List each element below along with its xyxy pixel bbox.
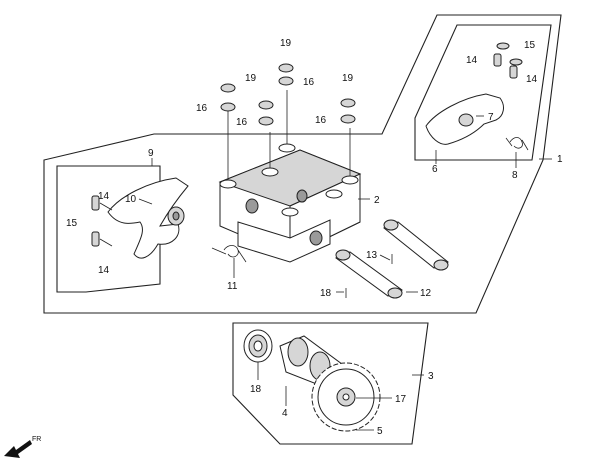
washers-group — [220, 63, 356, 126]
callout-14: 14 — [98, 265, 110, 276]
callout-13: 13 — [366, 250, 378, 261]
callout-labels: 1 2 3 4 5 6 7 8 9 10 11 12 13 18 17 18 1… — [66, 38, 563, 437]
assembly-frame-3 — [232, 322, 429, 445]
callout-5: 5 — [377, 426, 383, 437]
callout-7: 7 — [488, 112, 494, 123]
rocker-arm-left — [91, 177, 189, 259]
rocker-shaft-12 — [334, 219, 449, 299]
assembly-frame-6 — [414, 24, 552, 161]
washer-19 — [340, 98, 356, 108]
rocker-arm-holder — [218, 90, 362, 263]
callout-17: 17 — [395, 394, 407, 405]
washer-16 — [340, 114, 356, 124]
callout-6: 6 — [432, 164, 438, 175]
callout-12: 12 — [420, 288, 432, 299]
callout-16: 16 — [315, 115, 327, 126]
callout-4: 4 — [282, 408, 288, 419]
callout-2: 2 — [374, 195, 380, 206]
rocker-arm-right — [425, 42, 523, 145]
front-direction-arrow: FR — [4, 436, 41, 458]
washer-19 — [278, 63, 294, 73]
spring-8 — [505, 137, 529, 151]
callout-3: 3 — [428, 371, 434, 382]
camshaft-assembly — [243, 329, 381, 432]
callout-8: 8 — [512, 170, 518, 181]
callout-15: 15 — [524, 40, 536, 51]
callout-16: 16 — [196, 103, 208, 114]
assembly-frame-1 — [43, 14, 562, 314]
callout-9: 9 — [148, 148, 154, 159]
direction-label: FR — [32, 436, 41, 443]
callout-1: 1 — [557, 154, 563, 165]
arrow-icon — [4, 440, 32, 458]
callout-16: 16 — [303, 77, 315, 88]
callout-19: 19 — [245, 73, 257, 84]
callout-19: 19 — [342, 73, 354, 84]
callout-14: 14 — [526, 74, 538, 85]
washer-19 — [258, 100, 274, 110]
washer-16 — [278, 76, 294, 86]
spring-11 — [211, 245, 247, 263]
callout-19: 19 — [280, 38, 292, 49]
callout-14: 14 — [98, 191, 110, 202]
assembly-frame-9 — [56, 165, 161, 293]
callout-16: 16 — [236, 117, 248, 128]
washer-19 — [220, 83, 236, 93]
callout-14: 14 — [466, 55, 478, 66]
callout-18: 18 — [250, 384, 262, 395]
leader-lines — [138, 115, 552, 431]
washer-16 — [220, 102, 236, 112]
callout-11: 11 — [227, 281, 238, 292]
callout-10: 10 — [125, 194, 137, 205]
washer-16 — [258, 116, 274, 126]
callout-18: 18 — [320, 288, 332, 299]
callout-15: 15 — [66, 218, 78, 229]
